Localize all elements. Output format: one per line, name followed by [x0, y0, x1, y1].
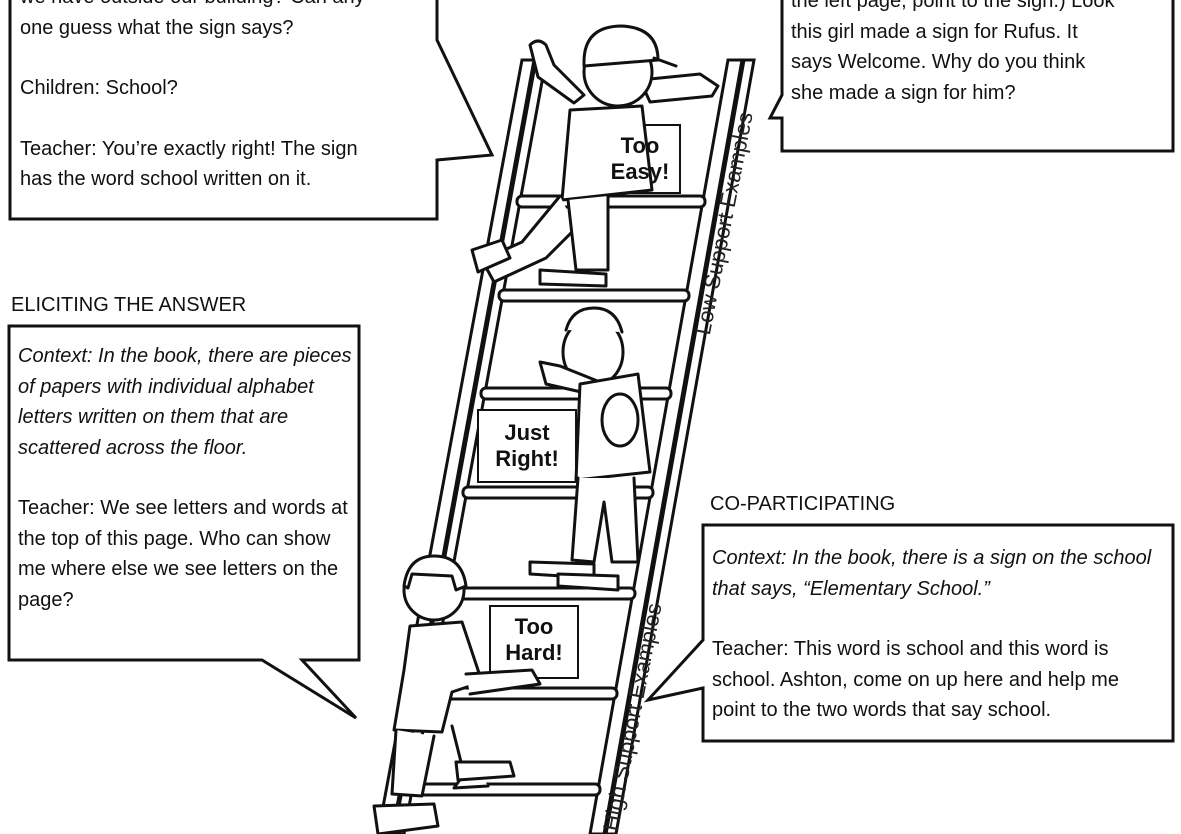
top-left-speech-bubble — [8, 0, 495, 221]
eliciting-speech-bubble — [7, 324, 361, 720]
child-figure-top — [470, 24, 720, 288]
top-right-line4: she made a sign for him? — [791, 81, 1016, 104]
top-right-keyword: Welcome — [837, 51, 921, 73]
top-right-speech-bubble — [767, 0, 1175, 153]
coparticipating-text-a: : This word is — [783, 638, 907, 660]
coparticipating-teacher-speaker: Teacher — [712, 638, 784, 660]
children-speaker: Children — [20, 77, 95, 99]
coparticipating-speech-bubble — [643, 523, 1175, 743]
coparticipating-context: Context: In the book, there is a sign on… — [712, 547, 1152, 600]
coparticipating-text-c: Ashton, come on up here and help me poin… — [712, 668, 1119, 722]
children-response: : School? — [94, 77, 178, 99]
sign-too-hard-line1: Too — [514, 614, 554, 639]
child-figure-middle — [528, 306, 652, 592]
top-left-bubble-text: we have outside our building? Can any- o… — [20, 0, 430, 195]
sign-board-bottom — [489, 605, 579, 679]
eliciting-context: Context: In the book, there are pieces o… — [18, 345, 352, 459]
coparticipating-text-b: and this word is — [963, 638, 1109, 660]
coparticipating-bubble-text: Context: In the book, there is a sign on… — [712, 543, 1162, 726]
top-left-line1: we have outside our building? Can any- — [20, 0, 371, 8]
teacher-speaker: Teacher — [20, 137, 92, 160]
coparticipating-heading: CO-PARTICIPATING — [710, 493, 896, 515]
teacher-text-b: has the word — [20, 168, 141, 190]
top-left-line2: one guess what the sign says? — [20, 16, 294, 39]
ladder-right-rail — [588, 58, 744, 834]
sign-too-easy: Too Easy! — [600, 133, 680, 185]
sign-just-right: Just Right! — [478, 420, 576, 472]
eliciting-bubble-text: Context: In the book, there are pieces o… — [18, 341, 352, 615]
sign-just-right-line2: Right! — [495, 446, 559, 471]
ladder-rungs — [408, 194, 707, 797]
top-right-line2: this girl made a sign for Rufus. It — [791, 20, 1078, 43]
teacher-text-a: : You’re exactly right! The sign — [91, 137, 358, 160]
sign-too-hard-line2: Hard! — [505, 640, 563, 665]
eliciting-teacher-text: : We see letters and words at the top of… — [18, 497, 348, 611]
coparticipating-text-d: . — [1045, 699, 1052, 721]
teacher-keyword: school — [140, 168, 198, 190]
sign-board-middle — [477, 409, 577, 483]
eliciting-heading: ELICITING THE ANSWER — [11, 294, 247, 316]
coparticipating-keyword3: school — [987, 699, 1046, 721]
ladder-right-rail-inner — [604, 58, 756, 834]
top-right-line3a: says — [791, 51, 838, 73]
sign-too-easy-line1: Too — [620, 133, 660, 158]
top-right-bubble-text: the left page, point to the sign.) Look … — [791, 0, 1171, 108]
child-figure-bottom — [372, 554, 542, 834]
eliciting-teacher-speaker: Teacher — [18, 497, 90, 519]
coparticipating-keyword1: school — [906, 638, 964, 660]
sign-just-right-line1: Just — [504, 420, 550, 445]
top-right-line3b: . Why do you think — [920, 51, 1086, 73]
teacher-text-c: written on it. — [197, 168, 312, 190]
top-right-line1: the left page, point to the sign.) Look — [791, 0, 1115, 12]
coparticipating-keyword2: school. — [712, 668, 776, 691]
sign-too-easy-line2: Easy! — [610, 159, 670, 184]
sign-too-hard: Too Hard! — [490, 614, 578, 666]
